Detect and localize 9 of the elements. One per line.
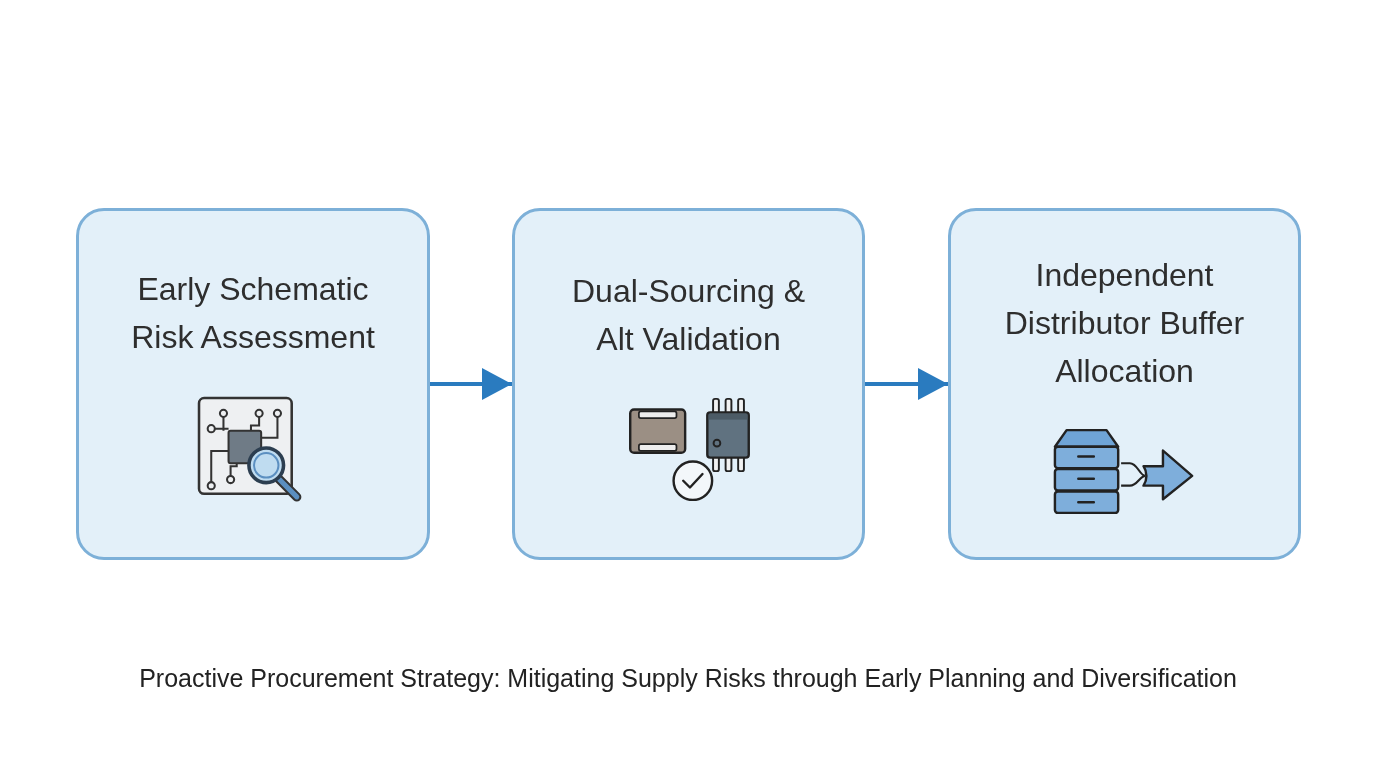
process-box xyxy=(76,208,430,560)
step-title: Dual-Sourcing & Alt Validation xyxy=(571,272,806,359)
process-box xyxy=(948,208,1301,560)
caption: Proactive Procurement Strategy: Mitigating Supply Risks through Early Planning and Diversification xyxy=(139,664,1237,693)
step-title: Early Schematic Risk Assessment xyxy=(130,270,376,357)
process-box xyxy=(512,208,865,560)
step-title: Independent Distributor Buffer Allocation xyxy=(1003,256,1246,391)
arrow xyxy=(865,368,948,400)
arrow xyxy=(430,368,512,400)
